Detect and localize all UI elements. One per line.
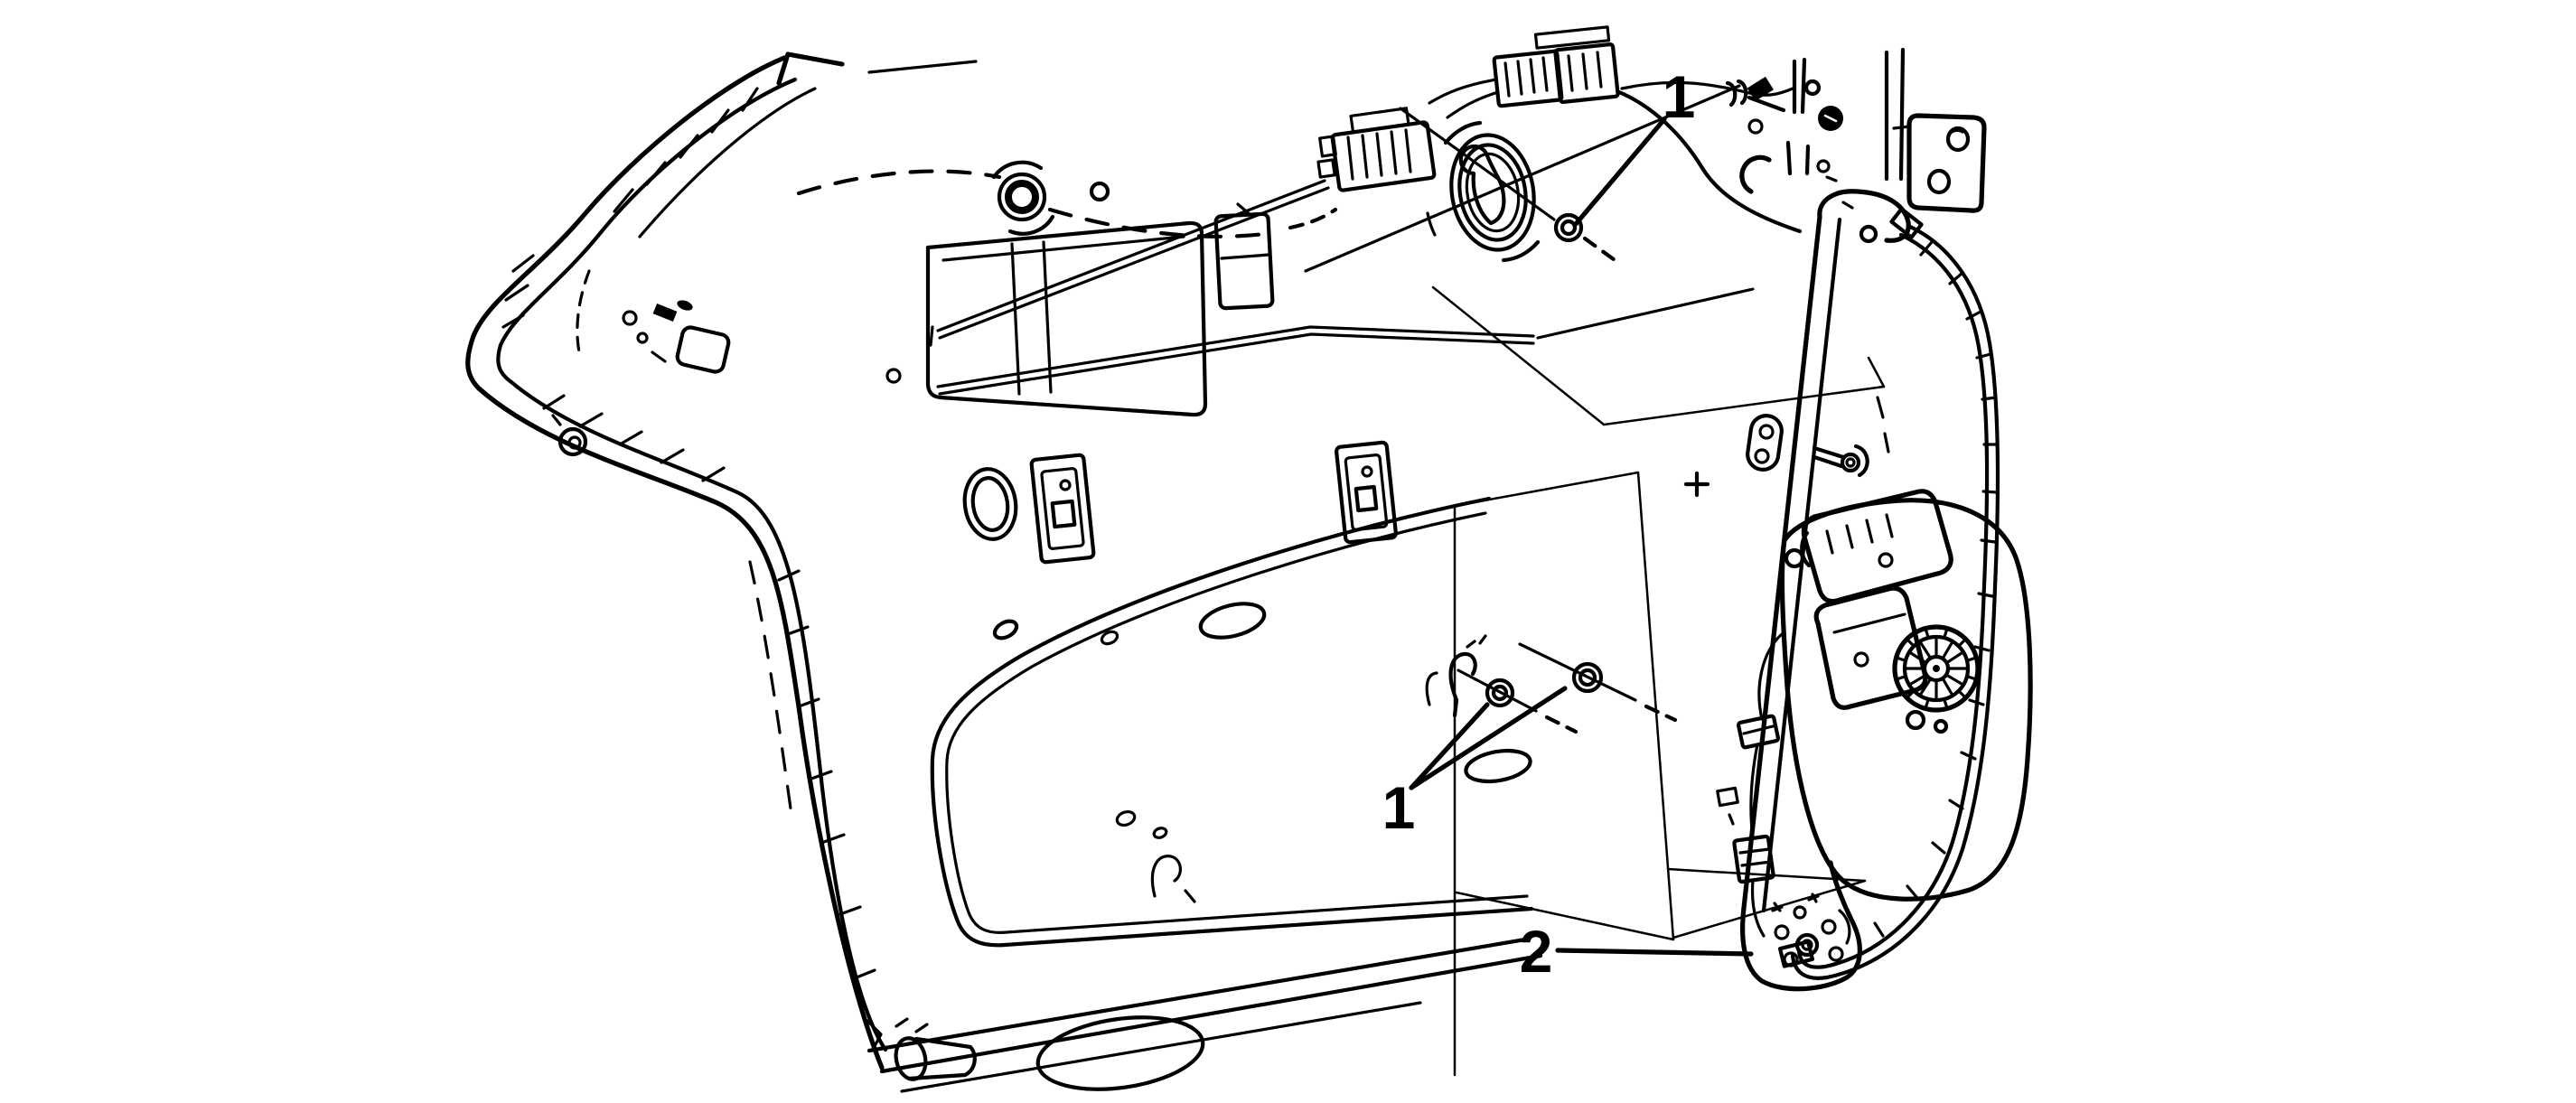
wiring-grommet — [991, 160, 1055, 236]
keyhole-grommet — [1426, 120, 1541, 263]
c-ring — [1739, 154, 1772, 194]
access-panel — [925, 220, 1208, 417]
run-channel-bracket — [1213, 202, 1275, 311]
belt-line-dashed — [796, 169, 1002, 196]
panel-slot — [1115, 809, 1137, 827]
pillar-face-details — [551, 300, 731, 457]
panel-slot — [1100, 630, 1119, 646]
mounting-bracket-plate — [1892, 113, 1987, 213]
motor-gearbox — [1813, 585, 1928, 710]
window-regulator-assembly — [1683, 189, 2033, 992]
inner-panel-details — [885, 25, 1794, 1091]
pillar-hatching — [501, 87, 876, 979]
panel-hole — [1089, 181, 1110, 202]
leader-line — [1555, 948, 1754, 957]
panel-obround — [1198, 602, 1267, 640]
leader-line — [1409, 686, 1568, 790]
hook-clip — [1150, 855, 1182, 898]
lower-attachment-bolts — [1425, 634, 1678, 734]
leader-line — [1573, 117, 1667, 227]
rail-bottom-foot — [1740, 860, 1862, 992]
harness-connector-block — [1316, 107, 1437, 192]
panel-hole — [885, 368, 902, 384]
rail-slot — [1746, 414, 1784, 472]
callout-2-label: 2 — [1520, 918, 1553, 985]
cable-conduit — [1777, 207, 2000, 980]
callout-1-upper: 1 — [1573, 63, 1696, 227]
panel-slot — [992, 619, 1019, 640]
panel-main-cutout — [930, 496, 1534, 948]
conduit-ferrule — [1889, 207, 1924, 239]
upper-glass-sliver — [1431, 285, 1886, 426]
panel-obround — [1464, 748, 1532, 784]
lock-cylinder-hole — [551, 414, 588, 457]
callout-2: 2 — [1520, 918, 1754, 985]
callout-1-lower: 1 — [1382, 686, 1568, 841]
speaker-hole — [962, 467, 1018, 541]
sill-roller-detail — [866, 1017, 977, 1081]
rail-top-bracket — [1817, 189, 1911, 453]
callout-1-upper-label: 1 — [1663, 63, 1696, 130]
bolt-head — [1747, 76, 1774, 101]
regulator-harness — [1716, 632, 1784, 938]
relay-connector-top — [1428, 25, 1794, 119]
conduit-ferrule — [1777, 939, 1815, 968]
panel-slot — [1152, 827, 1168, 839]
door-shell — [465, 51, 1803, 1093]
panel-bottom-oval — [1035, 1015, 1205, 1091]
hinge-hardware — [1725, 47, 1987, 213]
door-bottom-edge — [866, 937, 1543, 1093]
cable-drum-wheel — [1892, 624, 1981, 734]
striker-plate-left — [1029, 453, 1096, 565]
side-stud — [1812, 444, 1869, 478]
upper-attachment-bolt — [1399, 107, 1620, 265]
door-check-striker — [622, 300, 731, 374]
deflector-panels — [1431, 285, 1886, 1077]
callout-1-lower-label: 1 — [1382, 774, 1416, 841]
callouts: 1 1 2 — [1382, 63, 1754, 985]
fasteners — [1399, 107, 1678, 734]
door-rear-top-edge — [1616, 89, 1803, 234]
window-motor — [1784, 489, 1953, 604]
leader-line — [1409, 702, 1490, 790]
